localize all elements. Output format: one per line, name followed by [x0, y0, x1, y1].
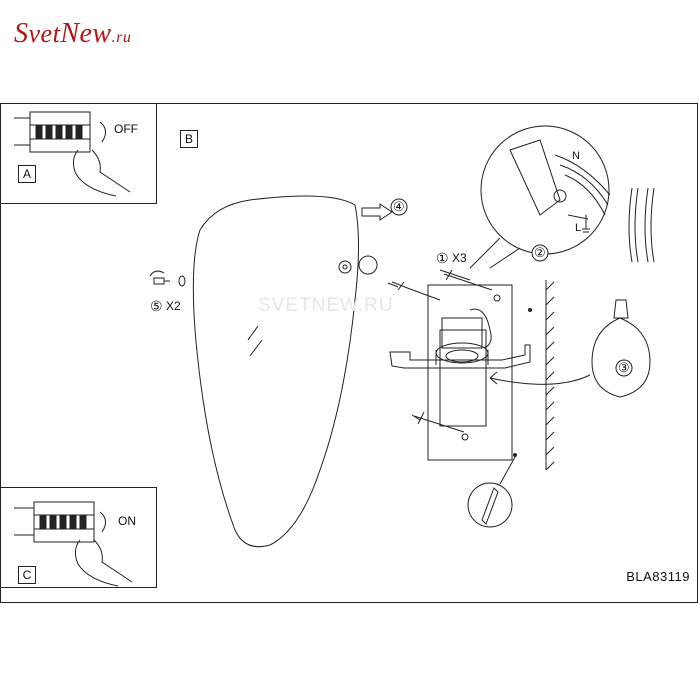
step-2-label: ②: [534, 245, 546, 260]
step-1-label: ①: [436, 250, 449, 266]
diagram-frame: [0, 103, 698, 603]
glass-shade: [192, 195, 359, 548]
model-code: BLA83119: [626, 569, 690, 584]
step-1-qty: X3: [452, 251, 467, 265]
wall-plug-icon: [481, 487, 499, 525]
on-label: ON: [118, 514, 136, 528]
wiring-detail: [480, 125, 610, 255]
screw-5-icon: [149, 270, 186, 287]
panel-c-box: [0, 487, 157, 588]
step-5-label: ⑤: [150, 298, 163, 314]
step-4-label: ④: [393, 199, 405, 214]
bulb-cap: [358, 255, 378, 275]
off-label: OFF: [114, 122, 138, 136]
hand-on-icon: [74, 539, 133, 587]
wire-l-label: L: [575, 222, 582, 234]
brand-logo: SvetNew.ru: [14, 18, 132, 49]
hand-icon: [72, 149, 131, 197]
lamp-socket: [435, 308, 492, 365]
mounting-bracket: [389, 344, 531, 369]
hole-bottom: [461, 433, 469, 441]
wire-n-label: N: [572, 150, 580, 162]
plate-inner: [439, 329, 487, 427]
breaker-on-icon: [14, 501, 106, 543]
step-5-qty: X2: [166, 299, 181, 313]
anchor-detail: [467, 482, 513, 528]
screw-1b-icon: [439, 269, 493, 291]
arrow-step-4: [361, 203, 393, 221]
watermark: SVETNEW.RU: [258, 295, 394, 316]
screw-1c-icon: [411, 411, 465, 433]
breaker-off-icon: [14, 111, 106, 153]
screw-1a-icon: [387, 281, 441, 301]
step-3-label: ③: [618, 360, 630, 375]
wall-hatch: [545, 281, 555, 471]
glass-reflection: [247, 325, 263, 357]
hole-top: [493, 294, 501, 302]
shade-knob: [338, 260, 352, 274]
panel-a-box: [0, 103, 157, 204]
bulb-3-icon: [591, 317, 651, 398]
wall-plate: [427, 284, 513, 461]
panel-a-label: A: [18, 165, 36, 183]
panel-c-label: C: [18, 566, 36, 584]
panel-b-label: B: [180, 130, 198, 148]
